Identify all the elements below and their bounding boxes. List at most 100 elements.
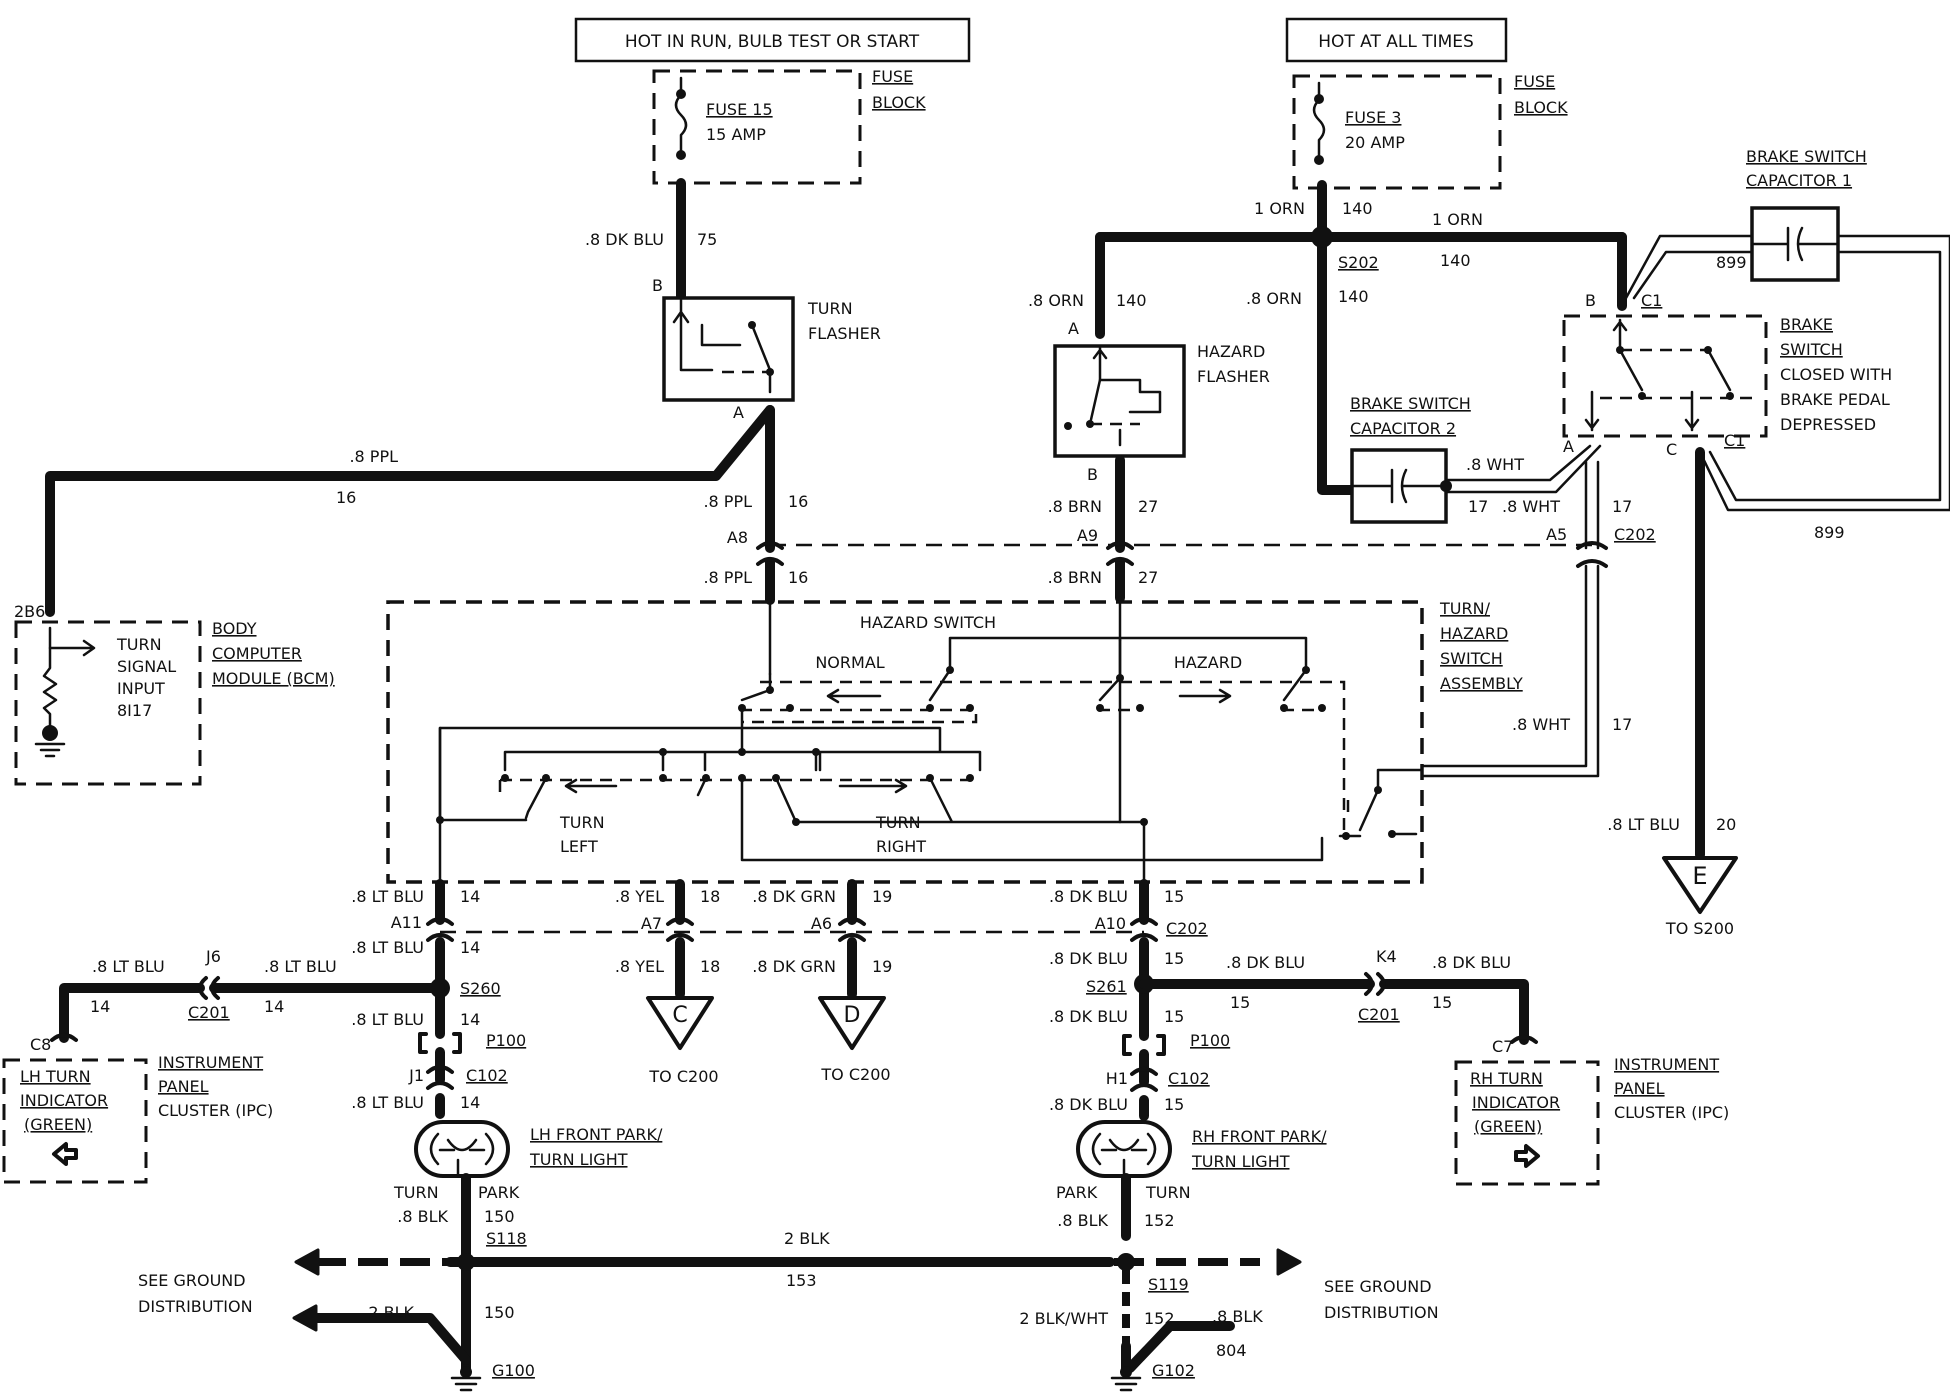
wire-75-label: 75 xyxy=(697,230,717,249)
lh-indicator-label-2: INDICATOR xyxy=(20,1091,108,1110)
see-ground-lh-2: DISTRIBUTION xyxy=(138,1297,253,1316)
wire-dkblu-rh-4: .8 DK BLU xyxy=(1049,1095,1128,1114)
wire-ltblu-lh-1: .8 LT BLU xyxy=(351,887,424,906)
conn-c102-rh: C102 xyxy=(1168,1069,1210,1088)
conn-a9: A9 xyxy=(1077,526,1098,545)
wire-brn-label-a: .8 BRN xyxy=(1048,497,1102,516)
bcm-input-2: SIGNAL xyxy=(117,657,176,676)
brake-switch-conn-c1-top: C1 xyxy=(1641,291,1662,310)
offpage-e-letter: E xyxy=(1692,862,1707,890)
brake-switch-label-2: SWITCH xyxy=(1780,340,1843,359)
conn-c201-rh: C201 xyxy=(1358,1005,1400,1024)
brake-switch-pin-b: B xyxy=(1585,291,1596,310)
wire-blk-rh: .8 BLK xyxy=(1057,1211,1108,1230)
wire-27-label-b: 27 xyxy=(1138,568,1158,587)
wire-152-rh-a: 152 xyxy=(1144,1211,1175,1230)
wire-14-ipc-lh-a: 14 xyxy=(90,997,110,1016)
wire-15-ipc-rh-a: 15 xyxy=(1230,993,1250,1012)
conn-c202-top: C202 xyxy=(1614,525,1656,544)
normal-label: NORMAL xyxy=(815,653,884,672)
lh-light-label-2: TURN LIGHT xyxy=(529,1150,628,1169)
wire-blkwht: 2 BLK/WHT xyxy=(1019,1309,1108,1328)
wire-wht-label-a: .8 WHT xyxy=(1466,455,1524,474)
wire-2blk-mid: 2 BLK xyxy=(784,1229,830,1248)
conn-a6: A6 xyxy=(811,914,832,933)
cap1-label-2: CAPACITOR 1 xyxy=(1746,171,1852,190)
rh-light-label-2: TURN LIGHT xyxy=(1191,1152,1290,1171)
brake-switch-capacitor-2: BRAKE SWITCH CAPACITOR 2 xyxy=(1350,394,1471,524)
offpage-c: C xyxy=(646,996,714,1050)
wire-27-label-a: 27 xyxy=(1138,497,1158,516)
turn-flasher-pin-b: B xyxy=(652,276,663,295)
lh-light-label-1: LH FRONT PARK/ xyxy=(530,1125,663,1144)
brake-switch-conn-c1-bottom: C1 xyxy=(1724,431,1745,450)
wire-899-label-b: 899 xyxy=(1814,523,1845,542)
battery-supply-header: HOT AT ALL TIMES xyxy=(1285,17,1508,63)
wire-dkblu-rh-1: .8 DK BLU xyxy=(1049,887,1128,906)
turn-flasher-label-2: FLASHER xyxy=(808,324,881,343)
lh-park-pin: PARK xyxy=(478,1183,520,1202)
wire-17-label-a: 17 xyxy=(1468,497,1488,516)
wire-dkgrn-a: .8 DK GRN xyxy=(752,887,836,906)
wire-8orn-label-b: .8 ORN xyxy=(1246,289,1302,308)
rh-indicator-label-3: (GREEN) xyxy=(1474,1117,1542,1136)
wire-20-label: 20 xyxy=(1716,815,1736,834)
splice-s118: S118 xyxy=(486,1229,527,1248)
wire-17-label-c: 17 xyxy=(1612,715,1632,734)
offpage-c-letter: C xyxy=(672,1003,687,1028)
wire-dkblu-ipc-rh-b: .8 DK BLU xyxy=(1432,953,1511,972)
fuse-3: FUSE 3 20 AMP xyxy=(1292,74,1502,190)
fuse-block-label-right-1: FUSE xyxy=(1514,72,1555,91)
wire-15-ipc-rh-b: 15 xyxy=(1432,993,1452,1012)
assembly-label-2: HAZARD xyxy=(1440,624,1508,643)
splice-s260: S260 xyxy=(460,979,501,998)
wire-14-lh-2: 14 xyxy=(460,938,480,957)
wire-yel-a: .8 YEL xyxy=(615,887,664,906)
wire-153: 153 xyxy=(786,1271,817,1290)
wire-16-label-1: 16 xyxy=(788,492,808,511)
rh-turn-pin: TURN xyxy=(1145,1183,1191,1202)
assembly-label-1: TURN/ xyxy=(1439,599,1491,618)
see-ground-lh-1: SEE GROUND xyxy=(138,1271,246,1290)
offpage-d: D xyxy=(818,996,886,1050)
rh-light-label-1: RH FRONT PARK/ xyxy=(1192,1127,1327,1146)
brake-switch-capacitor-1: BRAKE SWITCH CAPACITOR 1 xyxy=(1746,147,1867,282)
brake-switch-label-5: DEPRESSED xyxy=(1780,415,1876,434)
conn-c102-lh: C102 xyxy=(466,1066,508,1085)
wire-1orn-label-b: 1 ORN xyxy=(1432,210,1483,229)
rh-park-pin: PARK xyxy=(1056,1183,1098,1202)
wire-dkblu-ipc-rh-a: .8 DK BLU xyxy=(1226,953,1305,972)
cap1-label-1: BRAKE SWITCH xyxy=(1746,147,1867,166)
lh-turn-pin: TURN xyxy=(393,1183,439,1202)
turn-left-label-1: TURN xyxy=(559,813,605,832)
wire-dkgrn-b: .8 DK GRN xyxy=(752,957,836,976)
splice-s119: S119 xyxy=(1148,1275,1189,1294)
wire-140-label-b: 140 xyxy=(1440,251,1471,270)
rh-indicator-label-1: RH TURN xyxy=(1470,1069,1543,1088)
wire-19-b: 19 xyxy=(872,957,892,976)
brake-switch-pin-a: A xyxy=(1563,437,1574,456)
wire-8orn-label-a: .8 ORN xyxy=(1028,291,1084,310)
wire-150-lh-a: 150 xyxy=(484,1207,515,1226)
wire-ppl-label-1: .8 PPL xyxy=(703,492,752,511)
wire-dkblu-label: .8 DK BLU xyxy=(585,230,664,249)
brake-switch-label-3: CLOSED WITH xyxy=(1780,365,1892,384)
conn-j6: J6 xyxy=(205,947,221,966)
hazard-flasher-label-2: FLASHER xyxy=(1197,367,1270,386)
turn-hazard-switch-assembly: HAZARD SWITCH NORMAL HAZARD TURN LEFT TU… xyxy=(386,600,1424,886)
wire-17-label-b: 17 xyxy=(1612,497,1632,516)
lh-indicator-label-3: (GREEN) xyxy=(24,1115,92,1134)
conn-c7: C7 xyxy=(1492,1037,1513,1056)
brake-switch-pin-c: C xyxy=(1666,440,1677,459)
wire-15-rh-2: 15 xyxy=(1164,949,1184,968)
wire-ltblu-ipc-lh-b: .8 LT BLU xyxy=(264,957,337,976)
wire-ltblu-lh-3: .8 LT BLU xyxy=(351,1010,424,1029)
wire-140-label-d: 140 xyxy=(1338,287,1369,306)
wire-150-lh-b: 150 xyxy=(484,1303,515,1322)
splice-s202: S202 xyxy=(1338,253,1379,272)
body-computer-module: 2B6 TURN SIGNAL INPUT 8I17 xyxy=(14,602,202,786)
hazard-flasher-pin-b: B xyxy=(1087,465,1098,484)
run-supply-label: HOT IN RUN, BULB TEST OR START xyxy=(625,32,920,52)
hazard-switch-label: HAZARD SWITCH xyxy=(860,613,996,632)
hazard-flasher: HAZARD FLASHER xyxy=(1053,342,1270,458)
